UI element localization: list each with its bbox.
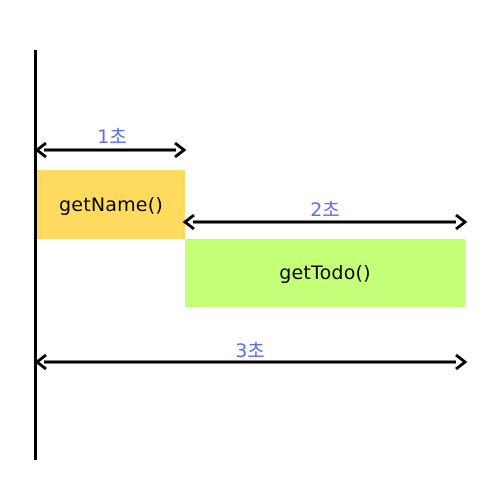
getname-task-box: getName(): [37, 170, 185, 239]
getname-task-label: getName(): [59, 193, 163, 216]
second-duration-arrow: [182, 213, 468, 231]
total-duration-arrow: [34, 353, 468, 371]
gettodo-task-box: getTodo(): [185, 239, 465, 307]
second-duration-label: 2초: [310, 199, 340, 221]
first-duration-label: 1초: [97, 126, 127, 148]
timeline-axis: [34, 50, 37, 460]
total-duration-label: 3초: [235, 340, 265, 362]
gettodo-task-label: getTodo(): [279, 262, 371, 284]
first-duration-arrow: [34, 141, 187, 159]
